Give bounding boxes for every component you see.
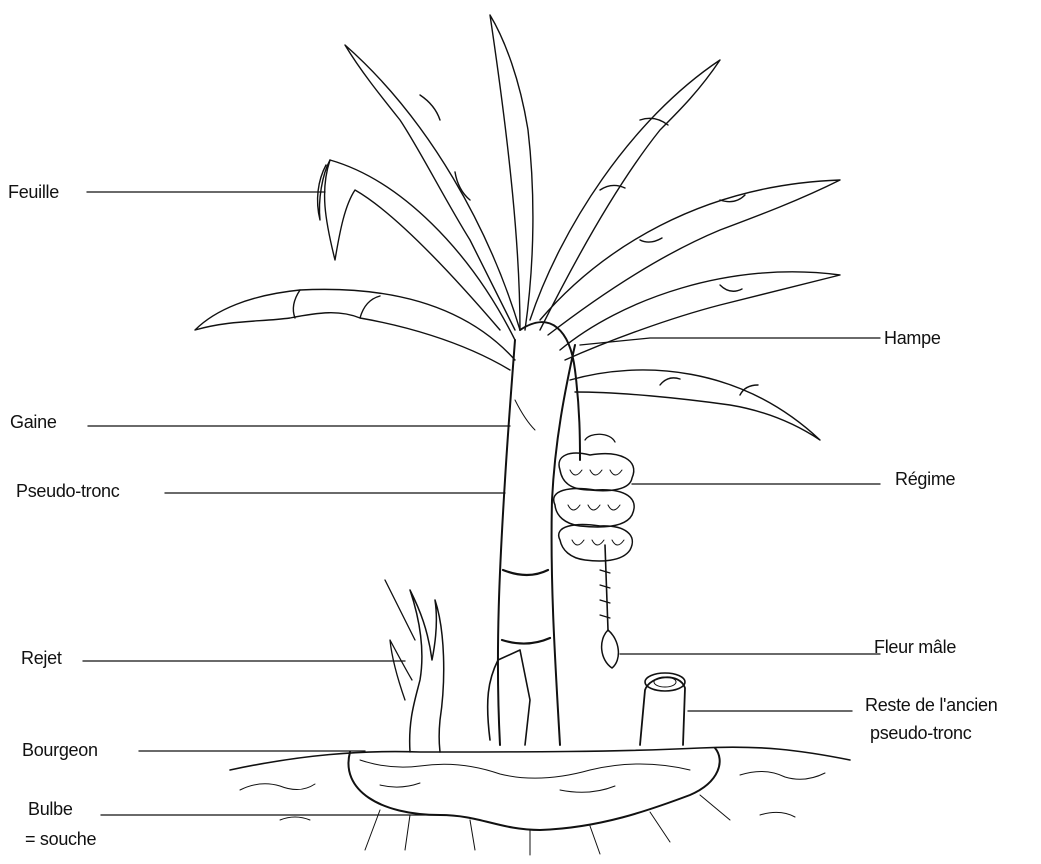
label-reste-line2: pseudo-tronc [870,722,971,744]
bunch [554,434,634,561]
label-hampe: Hampe [884,327,941,349]
label-fleur-male: Fleur mâle [874,636,956,658]
ground [230,747,850,820]
label-rejet: Rejet [21,647,62,669]
label-pseudo-tronc: Pseudo-tronc [16,480,119,502]
flower-stalk [520,322,610,630]
leader-hampe [580,338,880,345]
label-gaine: Gaine [10,411,57,433]
sucker-rejet [385,580,444,752]
label-feuille: Feuille [8,181,59,203]
male-flower [602,630,619,668]
label-reste-line1: Reste de l'ancien [865,694,997,716]
pseudo-trunk [488,340,575,745]
label-bourgeon: Bourgeon [22,739,98,761]
corm-bulb [348,748,730,855]
leader-lines [83,192,880,815]
label-bulbe-line1: Bulbe [28,798,73,820]
label-regime: Régime [895,468,955,490]
old-trunk-stump [640,673,685,745]
label-bulbe-line2: = souche [25,828,96,850]
leaves [195,15,840,440]
